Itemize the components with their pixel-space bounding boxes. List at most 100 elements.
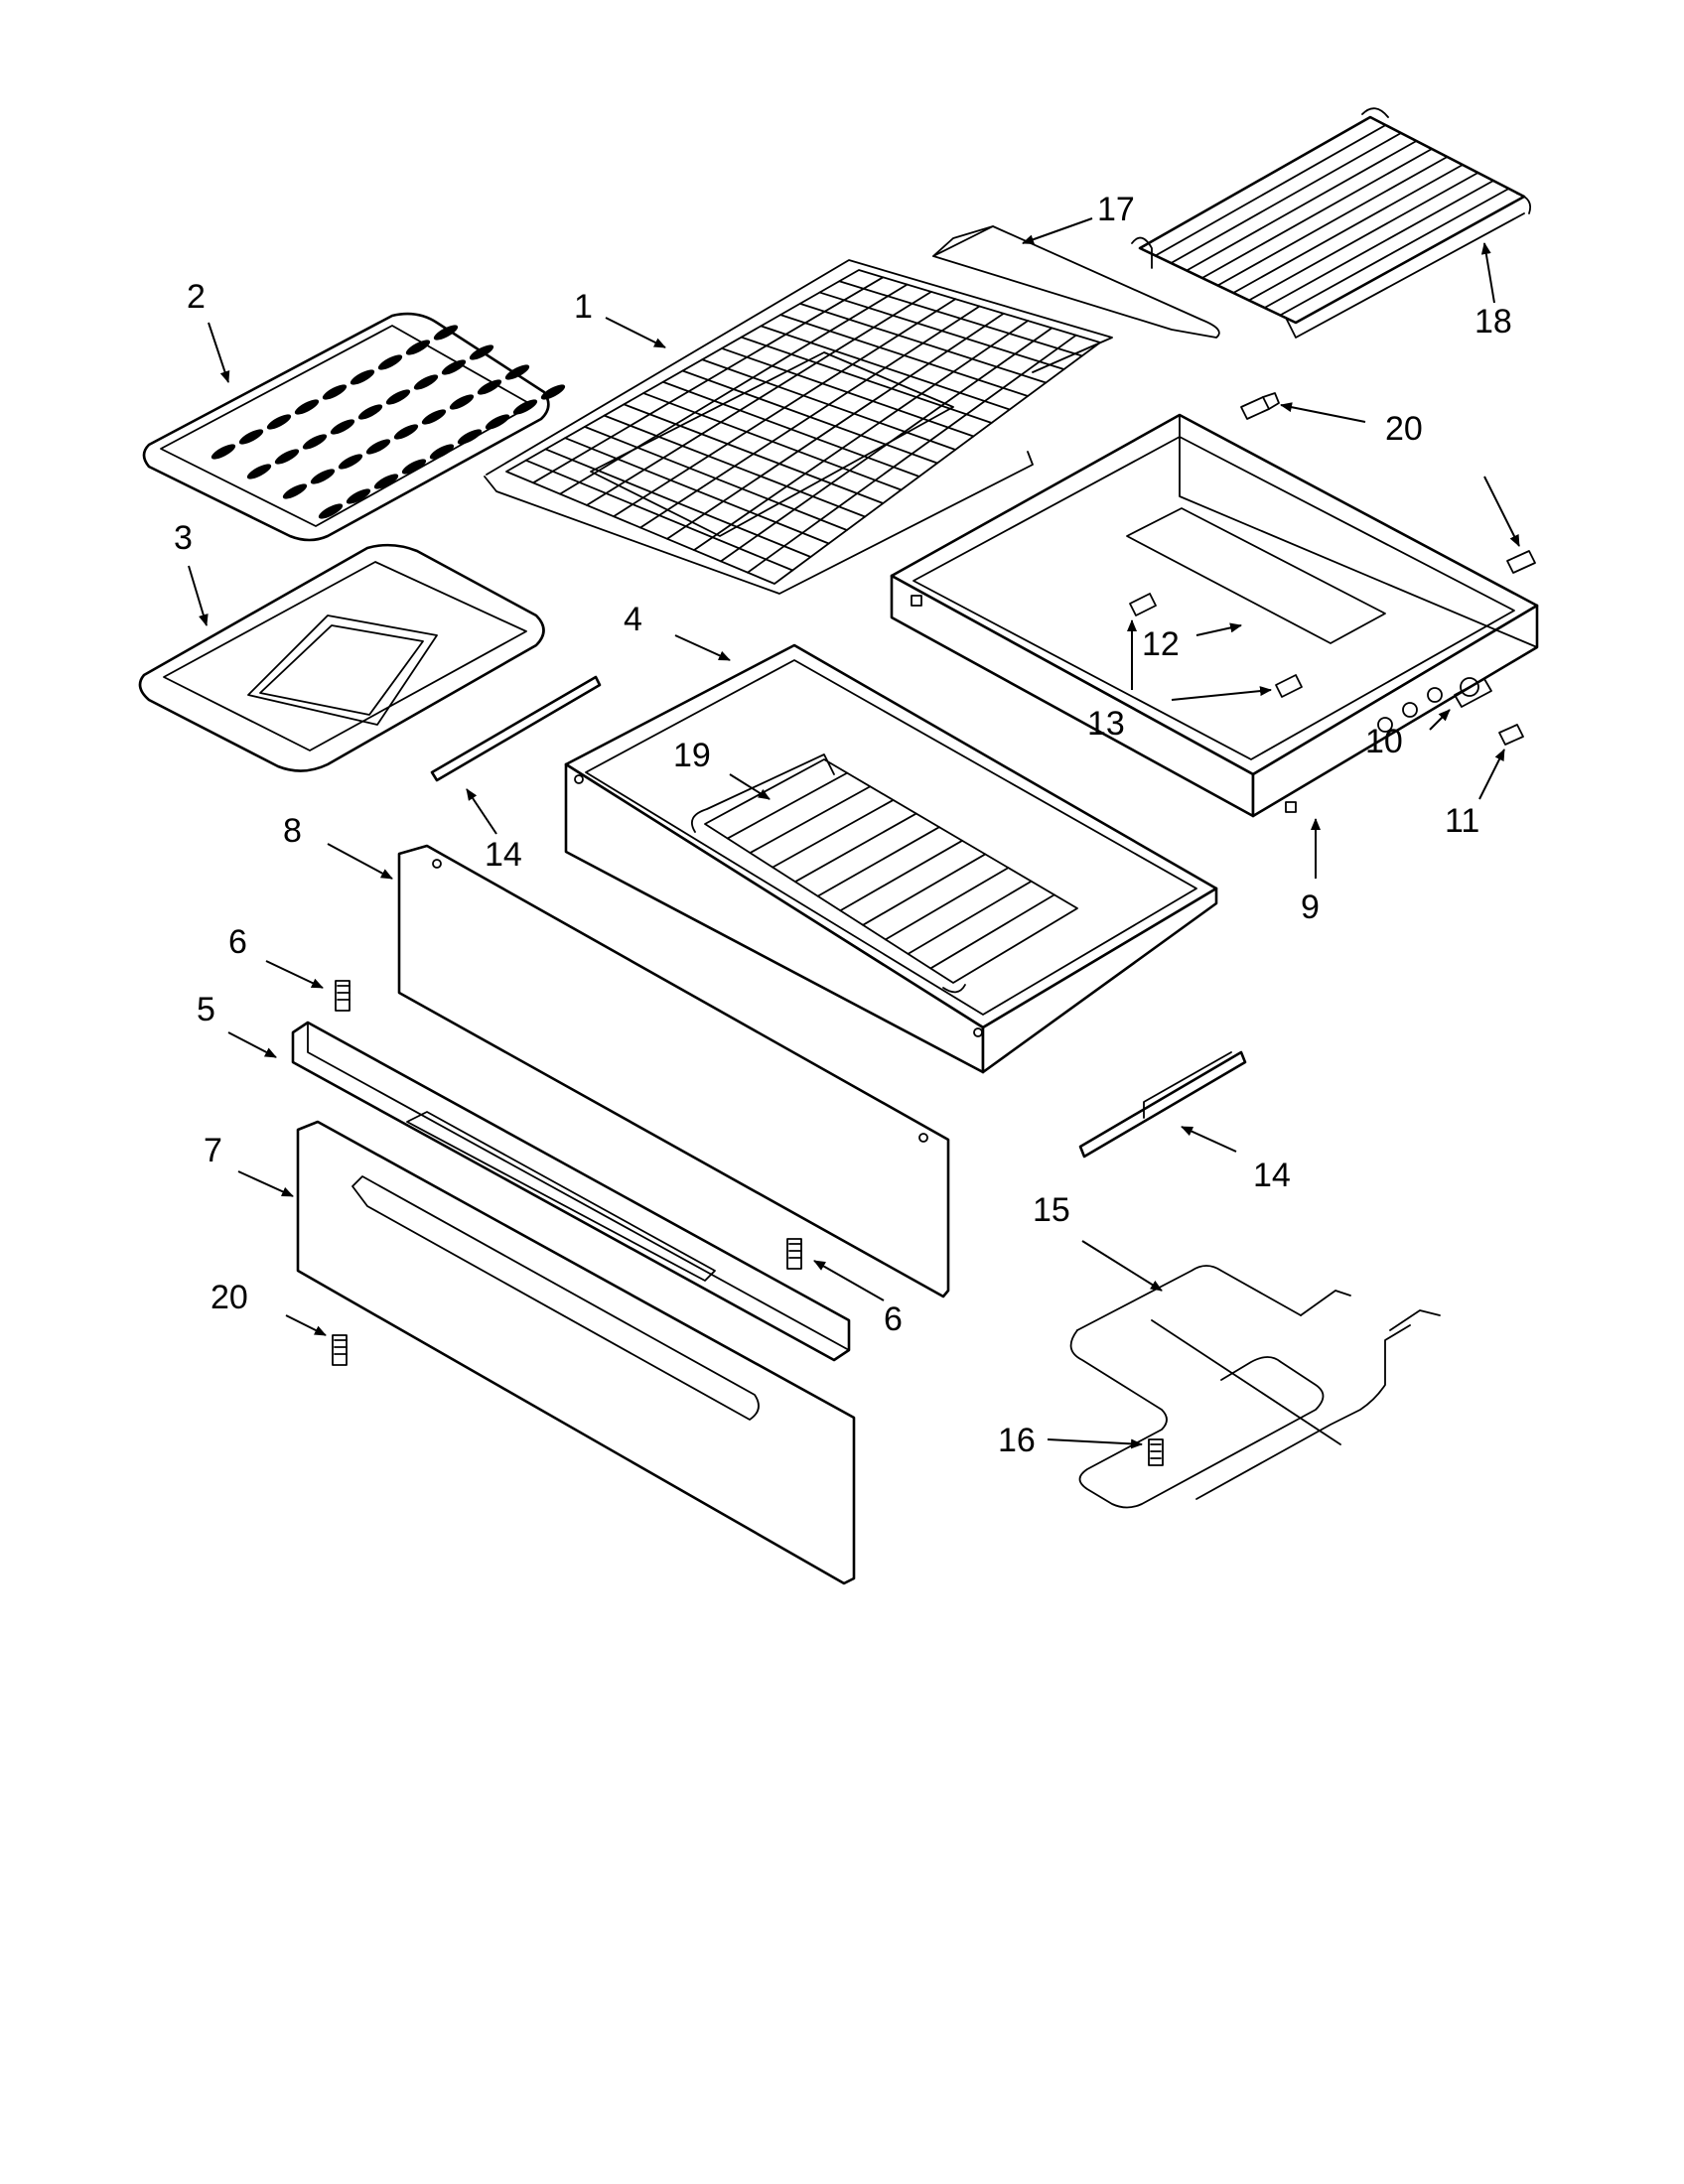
pan-slot: [441, 359, 467, 375]
callout-18: 18: [1474, 303, 1512, 341]
screw-6-lower: [786, 1238, 802, 1270]
pan-slot: [346, 488, 371, 504]
pan-slot: [469, 344, 494, 360]
bake-element: [1069, 1265, 1441, 1509]
pan-slot: [322, 384, 348, 400]
drawer-rack-bar: [929, 893, 1055, 970]
slide-rail-left: [430, 675, 602, 782]
drawer-rack-bar: [726, 771, 849, 840]
broiler-pan: [138, 543, 545, 772]
callout-13-upper: 13: [1087, 705, 1125, 743]
screw-13-upper: [1129, 593, 1157, 616]
callout-16: 16: [998, 1422, 1036, 1459]
pan-slot: [282, 483, 308, 499]
drawer-rack-bar: [794, 812, 917, 884]
support-bar: [1154, 124, 1387, 257]
drawer-housing: [890, 413, 1539, 818]
screw-6-upper: [335, 980, 351, 1012]
callout-9: 9: [1301, 888, 1320, 926]
drawer-rack-bar: [907, 880, 1033, 955]
callout-12: 12: [1142, 625, 1180, 663]
pan-slot: [338, 454, 363, 470]
callout-10: 10: [1365, 723, 1403, 760]
drawer-rack-bar: [816, 826, 940, 897]
rack-wire: [639, 305, 981, 529]
rack-wire: [586, 290, 932, 506]
support-bar: [1216, 156, 1449, 287]
support-bars: [1154, 124, 1510, 317]
support-bar: [1170, 132, 1402, 264]
pan-slot: [449, 394, 475, 410]
callout-14-right: 14: [1253, 1157, 1291, 1194]
pan-slot: [274, 449, 300, 465]
callout-labels: 1 2 3 4 5 6 6 7 8 9 10 11 12 13 13 14 14…: [174, 191, 1512, 1459]
screw-20-top: [1240, 392, 1280, 420]
rack-support: [1131, 107, 1532, 339]
screw-16: [1148, 1438, 1164, 1466]
pan-slot: [318, 503, 344, 519]
pan-slot: [350, 369, 375, 385]
screw-11: [1498, 724, 1524, 746]
callout-2: 2: [187, 278, 206, 316]
rack-wire: [613, 298, 957, 518]
pan-slot: [357, 404, 383, 420]
pan-slot: [365, 439, 391, 455]
callout-8: 8: [283, 812, 302, 850]
drawer-front: [296, 1120, 856, 1585]
pan-slot: [512, 399, 538, 415]
pan-slot: [330, 419, 355, 435]
drawer-rack-bar: [772, 799, 895, 869]
callout-17: 17: [1097, 191, 1135, 228]
callout-7: 7: [204, 1132, 222, 1169]
support-bar: [1279, 188, 1510, 317]
support-bar: [1263, 180, 1494, 309]
pan-slot: [405, 340, 431, 355]
pan-slot: [413, 374, 439, 390]
drawer-rack-bar: [884, 867, 1010, 941]
drawer-rack-bar: [862, 853, 987, 926]
pan-slot: [210, 444, 236, 460]
screw-20-bottom: [332, 1334, 348, 1366]
callout-1: 1: [574, 288, 593, 326]
rack-wire: [747, 334, 1077, 574]
screw-13-lower: [1275, 674, 1303, 698]
callout-5: 5: [197, 991, 215, 1028]
drawer-rack-bar: [839, 839, 963, 912]
broiler-pan-grid: [142, 312, 566, 542]
screw-20-right: [1506, 550, 1536, 574]
pan-slot: [457, 429, 483, 445]
terminal-block: [1454, 678, 1492, 708]
pan-slot: [373, 474, 399, 489]
pan-slot: [540, 384, 566, 400]
pan-slot: [421, 409, 447, 425]
pan-slot: [377, 354, 403, 370]
pan-slot: [433, 325, 459, 341]
pan-slot: [401, 459, 427, 475]
handle-bar: [291, 1021, 851, 1362]
support-bar: [1186, 140, 1418, 272]
rack-wire: [666, 312, 1005, 540]
callout-4: 4: [624, 601, 642, 638]
callout-20-upper: 20: [1385, 410, 1423, 448]
callout-11: 11: [1445, 802, 1479, 840]
support-bar: [1232, 164, 1464, 294]
pan-slot: [302, 434, 328, 450]
support-bar: [1248, 172, 1479, 302]
pan-slot: [294, 399, 320, 415]
pan-slot: [310, 469, 336, 484]
pan-slot: [485, 414, 510, 430]
pan-slot: [477, 379, 502, 395]
drawer-rack-bars: [726, 771, 1055, 970]
pan-slot: [385, 389, 411, 405]
slide-rail-right: [1078, 1050, 1247, 1159]
drawer-front-panel: [397, 844, 950, 1298]
pan-grid-slots: [210, 325, 566, 519]
callout-3: 3: [174, 519, 193, 557]
pan-slot: [429, 444, 455, 460]
drawer-rack: [691, 753, 1078, 994]
callout-6-upper: 6: [228, 923, 247, 961]
pan-slot: [266, 414, 292, 430]
pan-slot: [246, 464, 272, 479]
callout-6-lower: 6: [884, 1300, 903, 1338]
